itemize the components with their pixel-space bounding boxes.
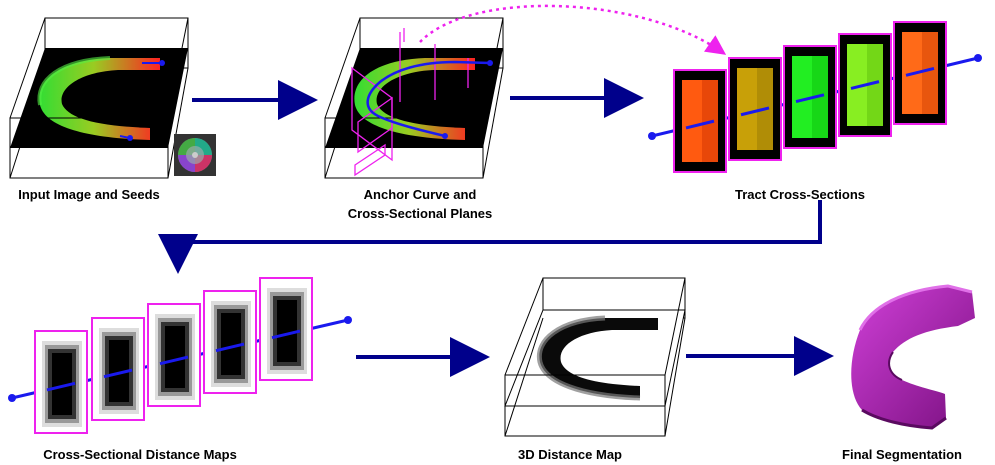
distance-map-slice [203, 290, 257, 394]
distance-map-slice [259, 277, 313, 381]
anchor-curve-volume [324, 17, 504, 179]
final-segmentation-shape [851, 284, 975, 430]
color-wheel-legend [174, 134, 216, 176]
caption-anchor-line2: Cross-Sectional Planes [347, 206, 493, 221]
arrow-tract-to-distance-maps [158, 200, 822, 274]
distance-map-slice [147, 303, 201, 407]
distance-map-slice [34, 330, 88, 434]
dotted-curve-arrow [419, 4, 727, 55]
distance-map-3d-volume [504, 277, 686, 437]
caption-input: Input Image and Seeds [18, 187, 160, 202]
caption-final: Final Segmentation [842, 447, 962, 462]
input-image-volume [9, 17, 189, 179]
caption-tract: Tract Cross-Sections [734, 187, 866, 202]
tract-slice [673, 69, 727, 173]
tract-slice [728, 57, 782, 161]
seed-line-top [142, 60, 165, 66]
cross-sectional-planes [351, 28, 469, 177]
anchor-curve [366, 60, 491, 138]
tract-cross-sections [648, 21, 982, 173]
seed-line-bottom [119, 135, 133, 141]
caption-distance-maps: Cross-Sectional Distance Maps [43, 447, 237, 462]
caption-anchor-line1: Anchor Curve and [363, 187, 477, 202]
distance-map-slice [91, 317, 145, 421]
caption-distance-3d: 3D Distance Map [517, 447, 623, 462]
cross-sectional-distance-maps [8, 277, 352, 434]
